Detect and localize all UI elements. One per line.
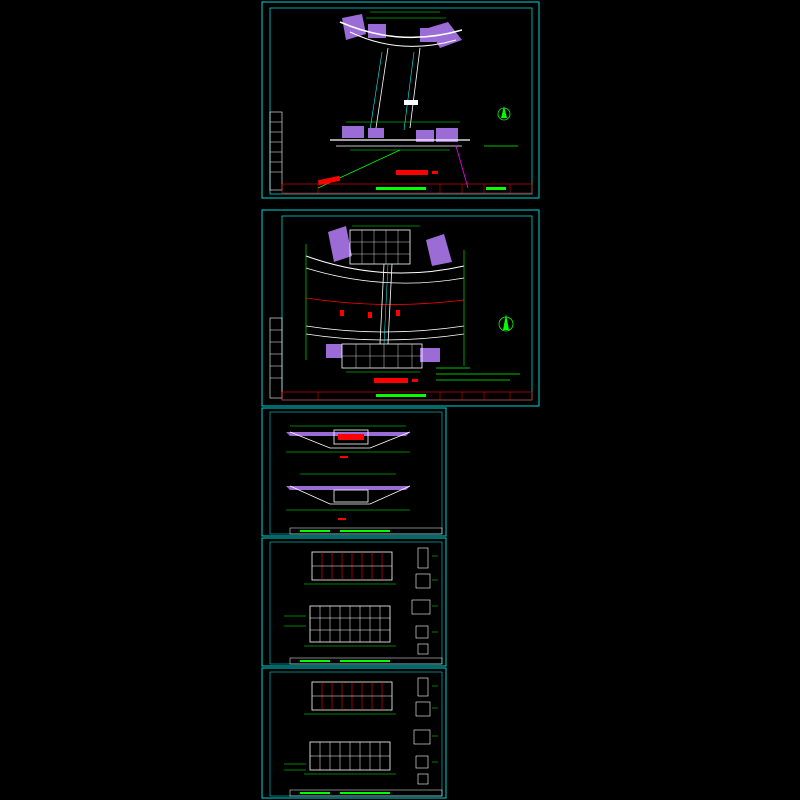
title-block-5 (289, 789, 443, 797)
sheet-5 (261, 667, 447, 799)
abutment-top (339, 11, 463, 48)
sheet-1 (261, 1, 540, 199)
cross-section-1 (286, 425, 411, 458)
side-strip (269, 317, 283, 399)
title-block-2 (281, 391, 533, 401)
sheet-3 (261, 407, 447, 537)
title-block-1 (281, 183, 533, 194)
rebar-plan-top (304, 681, 396, 715)
detail-column (411, 547, 438, 655)
north-arrow-icon (498, 314, 514, 332)
abutment-bottom (326, 343, 440, 373)
rebar-plan-bottom (284, 741, 396, 775)
pier-shaft (369, 47, 421, 131)
abutment-bottom (330, 121, 470, 151)
title-block-4 (289, 657, 443, 665)
notes (436, 367, 520, 381)
red-label (396, 170, 428, 175)
north-arrow-icon (497, 106, 511, 121)
detail-column (413, 677, 438, 785)
cross-section-2 (286, 473, 411, 520)
pier-shaft (379, 263, 393, 345)
sheet-4 (261, 537, 447, 667)
side-strip (269, 111, 283, 191)
rebar-plan-top (304, 551, 396, 585)
red-label (374, 378, 408, 383)
sheet-2 (261, 209, 540, 407)
abutment-top (328, 225, 452, 266)
title-block-3 (289, 527, 443, 535)
rebar-plan-bottom (284, 605, 396, 647)
